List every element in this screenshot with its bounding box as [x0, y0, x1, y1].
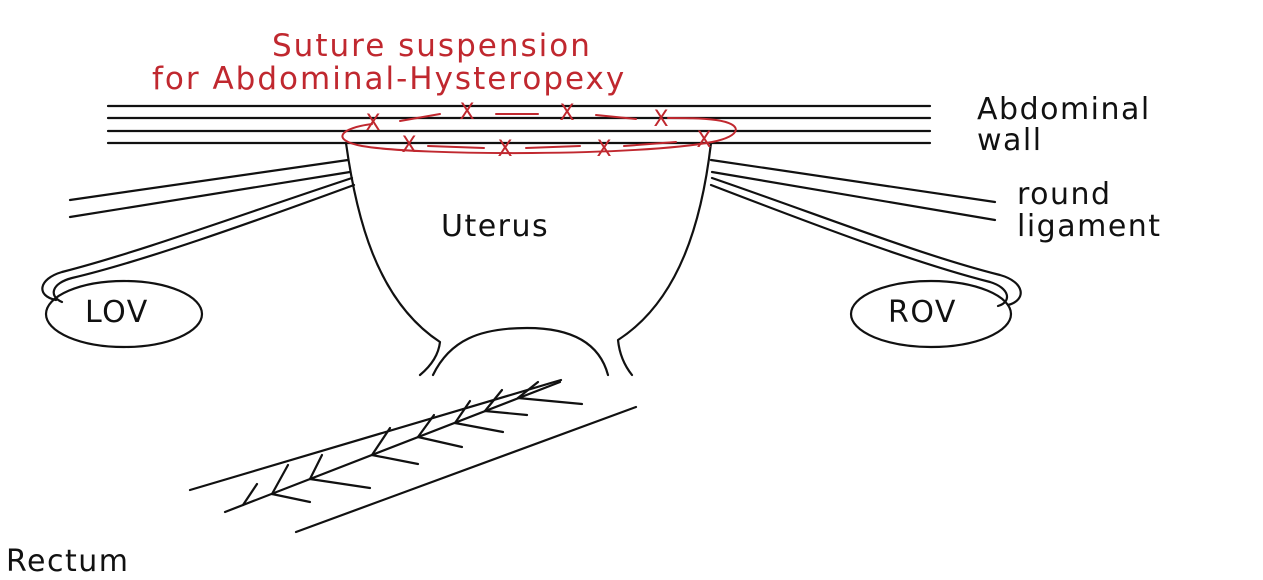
rectum-midline	[225, 382, 560, 512]
suture-stitch: X	[459, 102, 474, 124]
diagram-title-line-1: Suture suspension	[272, 31, 592, 62]
rectum-upper-wall	[190, 380, 561, 490]
uterus-right-wall	[618, 143, 711, 375]
suture-stitch: X	[653, 109, 668, 131]
rectum-label: Rectum	[6, 547, 129, 577]
rectum-vessel-branches	[243, 382, 582, 505]
round-ligament-label-line-1: round	[1017, 180, 1112, 210]
rectum	[190, 380, 636, 532]
suture-stitch: X	[596, 139, 611, 161]
round-ligament-label-line-2: ligament	[1017, 212, 1162, 242]
left-ovary-label: LOV	[85, 298, 149, 328]
left-round-ligament	[42, 160, 354, 302]
uterus-cervix	[433, 328, 608, 375]
abdominal-wall-label-line-2: wall	[977, 126, 1043, 156]
suture-stitch: X	[497, 139, 512, 161]
suture-stitch: X	[365, 113, 380, 135]
right-round-ligament	[711, 160, 1021, 306]
suture-stitch: X	[696, 130, 711, 152]
uterus-left-wall	[346, 143, 440, 375]
suture-stitch: X	[401, 135, 416, 157]
diagram-title-line-2: for Abdominal-Hysteropexy	[152, 64, 626, 95]
right-ovary-label: ROV	[888, 298, 957, 328]
suture-stitch: X	[559, 103, 574, 125]
abdominal-wall-label-line-1: Abdominal	[977, 95, 1151, 125]
uterus-label: Uterus	[441, 212, 549, 242]
abdominal-wall-layers	[108, 106, 930, 143]
